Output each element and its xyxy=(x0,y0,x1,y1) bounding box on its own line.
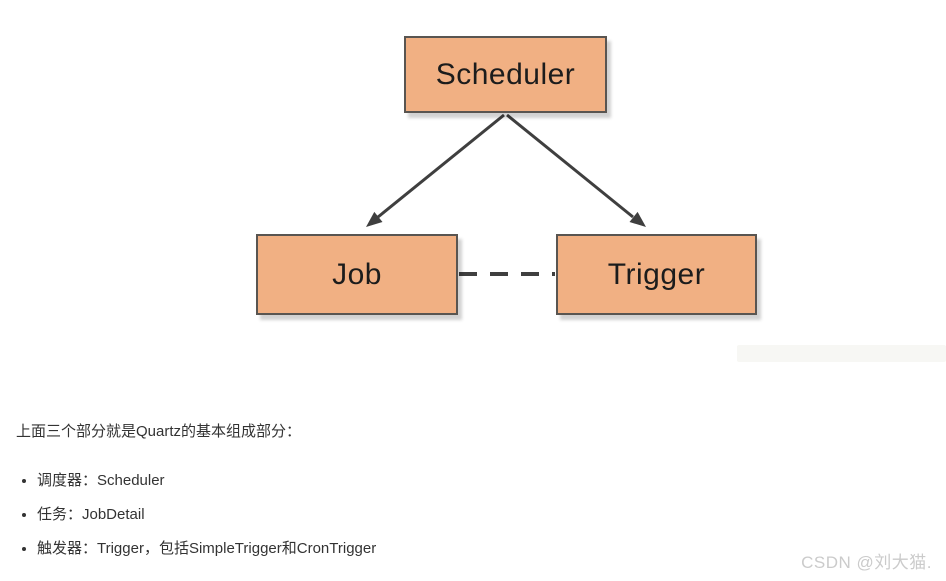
node-scheduler-label: Scheduler xyxy=(435,57,576,91)
list-item-trigger: 触发器：Trigger，包括SimpleTrigger和CronTrigger xyxy=(37,540,376,558)
component-list: 调度器：Scheduler 任务：JobDetail 触发器：Trigger，包… xyxy=(16,472,376,574)
intro-paragraph: 上面三个部分就是Quartz的基本组成部分： xyxy=(16,423,302,440)
arrow-scheduler-to-job-line xyxy=(377,113,505,219)
quartz-architecture-diagram: Scheduler Job Trigger xyxy=(256,36,946,362)
diagram-node-job: Job xyxy=(256,234,458,315)
faded-watermark-smudge xyxy=(737,345,946,362)
diagram-node-scheduler: Scheduler xyxy=(404,36,607,113)
arrowhead-to-job-icon xyxy=(366,211,383,227)
list-item-jobdetail: 任务：JobDetail xyxy=(37,506,376,524)
arrow-scheduler-to-trigger-line xyxy=(506,113,634,219)
arrowhead-to-trigger-icon xyxy=(629,211,646,227)
list-item-scheduler: 调度器：Scheduler xyxy=(37,472,376,490)
diagram-node-trigger: Trigger xyxy=(556,234,757,315)
csdn-watermark: CSDN @刘大猫. xyxy=(801,553,932,572)
node-trigger-label: Trigger xyxy=(607,257,706,291)
node-job-label: Job xyxy=(332,257,382,291)
diagram-connectors xyxy=(366,113,646,276)
